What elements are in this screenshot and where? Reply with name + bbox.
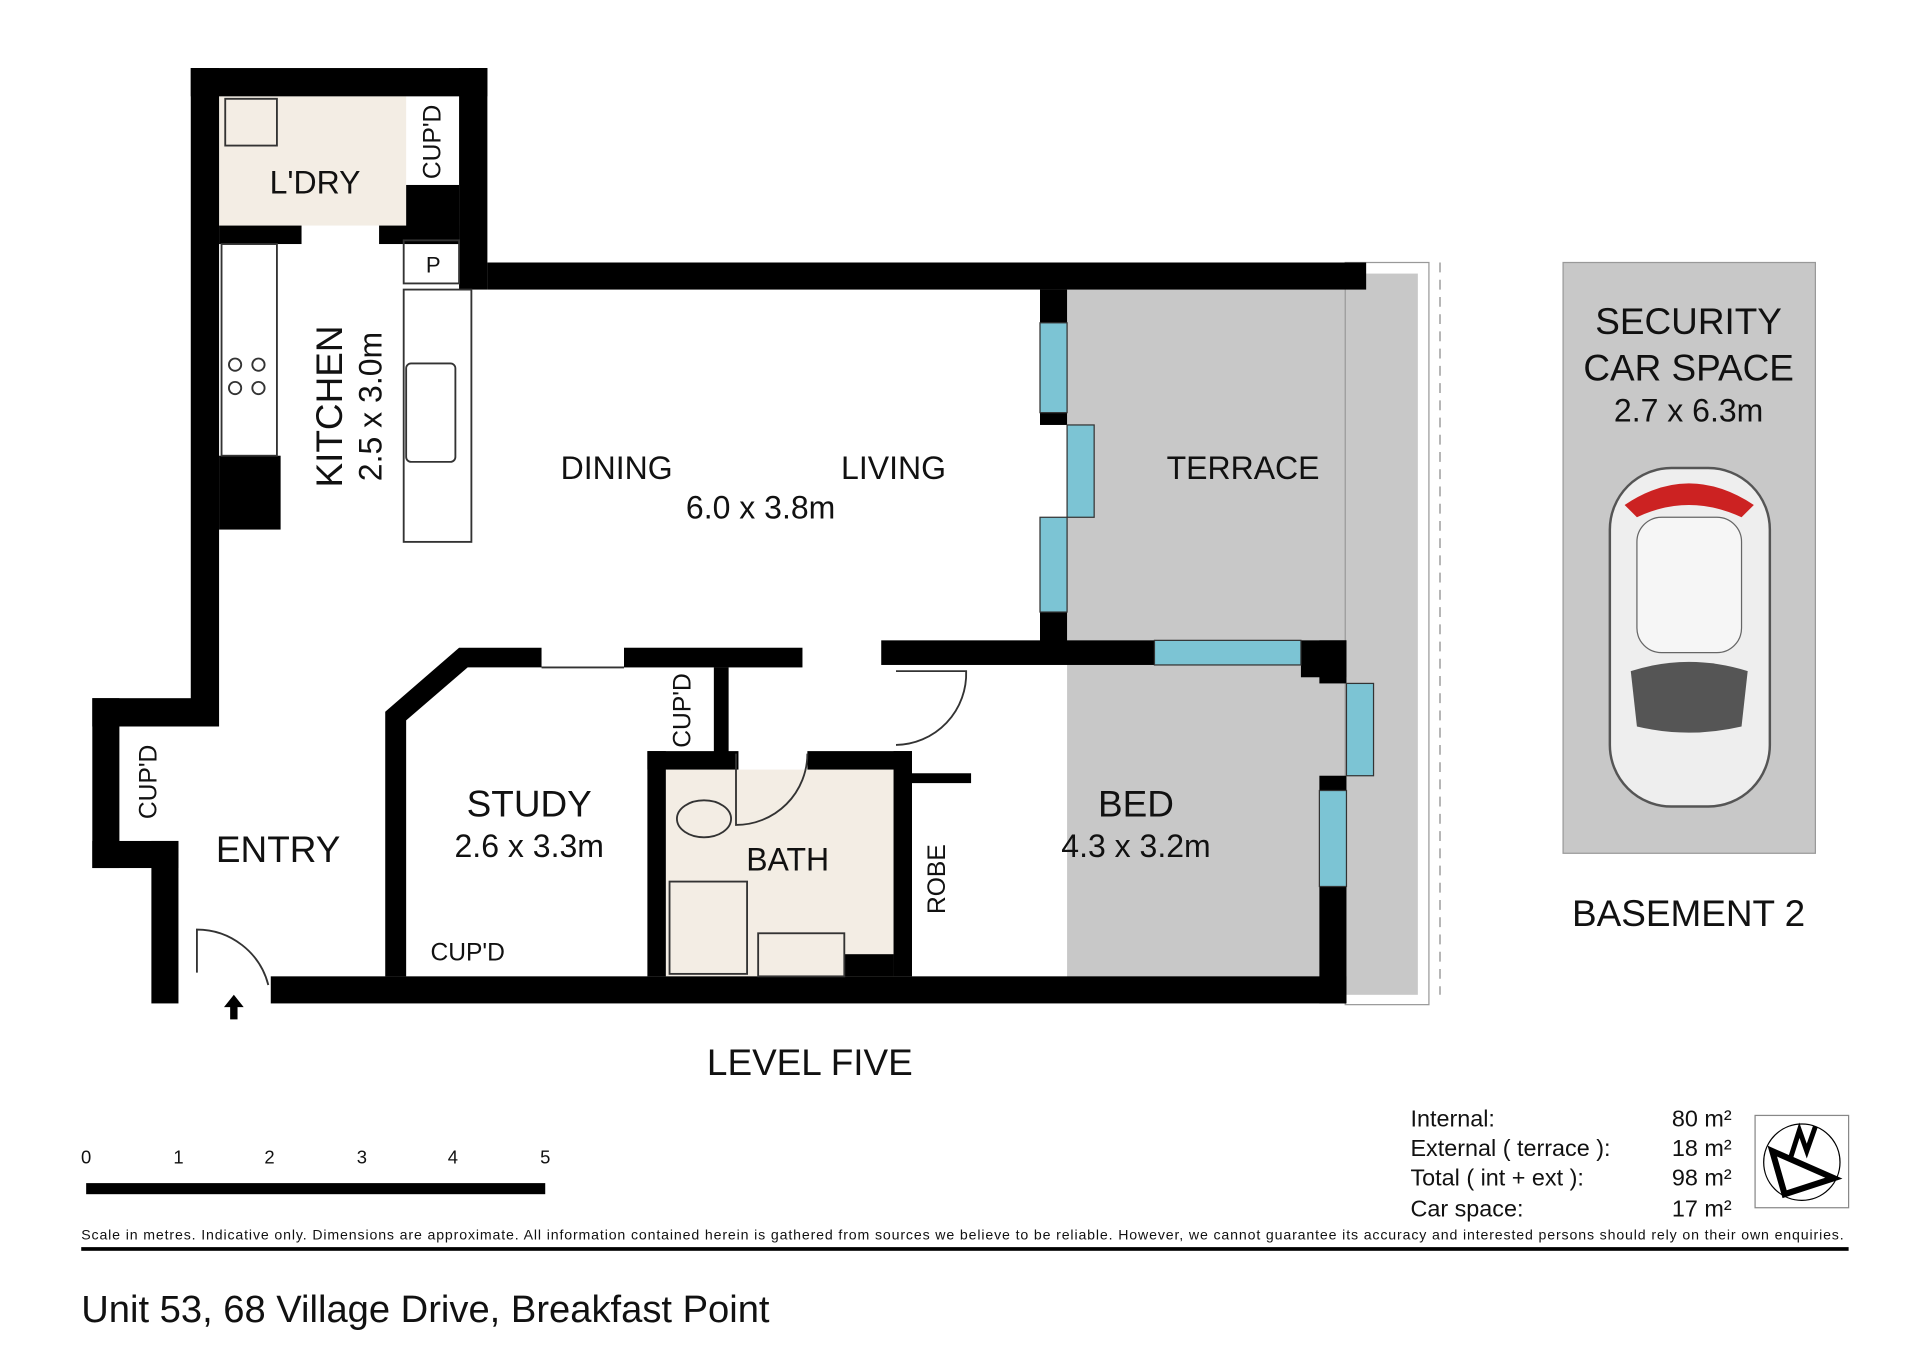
level-label: LEVEL FIVE — [707, 1042, 913, 1083]
bath-floor — [665, 769, 894, 977]
walls — [92, 68, 1367, 1004]
svg-text:Total ( int + ext ):: Total ( int + ext ): — [1410, 1165, 1583, 1191]
living-size: 6.0 x 3.8m — [686, 490, 835, 526]
cupboard-label: CUP'D — [430, 939, 504, 966]
svg-text:Internal:: Internal: — [1410, 1106, 1494, 1132]
svg-text:External ( terrace ):: External ( terrace ): — [1410, 1135, 1610, 1161]
cupboard-label: CUP'D — [669, 673, 696, 747]
svg-text:0: 0 — [81, 1146, 91, 1167]
car-icon — [1608, 466, 1772, 808]
svg-text:5: 5 — [540, 1146, 550, 1167]
robe-label: ROBE — [924, 844, 951, 914]
bed-size: 4.3 x 3.2m — [1061, 828, 1210, 864]
laundry-floor — [219, 96, 407, 226]
svg-text:3: 3 — [357, 1146, 367, 1167]
dining-label: DINING — [561, 450, 673, 486]
svg-text:18 m²: 18 m² — [1672, 1135, 1732, 1161]
address: Unit 53, 68 Village Drive, Breakfast Poi… — [81, 1288, 770, 1331]
scale-bar: 0 1 2 3 4 5 — [81, 1146, 550, 1195]
svg-text:98 m²: 98 m² — [1672, 1165, 1732, 1191]
svg-text:Car space:: Car space: — [1410, 1195, 1523, 1221]
divider — [81, 1247, 1849, 1251]
disclaimer: Scale in metres. Indicative only. Dimens… — [81, 1227, 1843, 1243]
north-arrow-icon — [1754, 1114, 1850, 1209]
kitchen-label: KITCHEN — [309, 326, 350, 488]
cupboard-label: CUP'D — [420, 105, 447, 179]
area-summary: Internal: 80 m² External ( terrace ): 18… — [1410, 1106, 1731, 1222]
car-space-title-2: CAR SPACE — [1583, 348, 1794, 389]
living-label: LIVING — [841, 450, 946, 486]
bath-label: BATH — [746, 841, 829, 877]
svg-text:80 m²: 80 m² — [1672, 1106, 1732, 1132]
terrace-area — [1067, 273, 1418, 995]
kitchen-size: 2.5 x 3.0m — [353, 332, 389, 481]
entry-label: ENTRY — [216, 829, 340, 870]
entry-arrow-icon — [224, 994, 244, 1020]
windows — [1039, 322, 1375, 888]
study-label: STUDY — [467, 783, 592, 824]
svg-text:2: 2 — [264, 1146, 274, 1167]
car-space-size: 2.7 x 6.3m — [1614, 392, 1763, 428]
laundry-label: L'DRY — [270, 165, 361, 201]
fixtures — [196, 97, 968, 986]
cupboard-label: CUP'D — [135, 745, 162, 819]
bed-label: BED — [1098, 783, 1174, 824]
svg-text:1: 1 — [173, 1146, 183, 1167]
pantry-label: P — [426, 252, 441, 277]
svg-text:4: 4 — [448, 1146, 458, 1167]
terrace-label: TERRACE — [1167, 450, 1320, 486]
car-space-title-1: SECURITY — [1595, 301, 1782, 342]
basement-label: BASEMENT 2 — [1572, 893, 1805, 934]
study-size: 2.6 x 3.3m — [455, 828, 604, 864]
svg-text:17 m²: 17 m² — [1672, 1195, 1732, 1221]
